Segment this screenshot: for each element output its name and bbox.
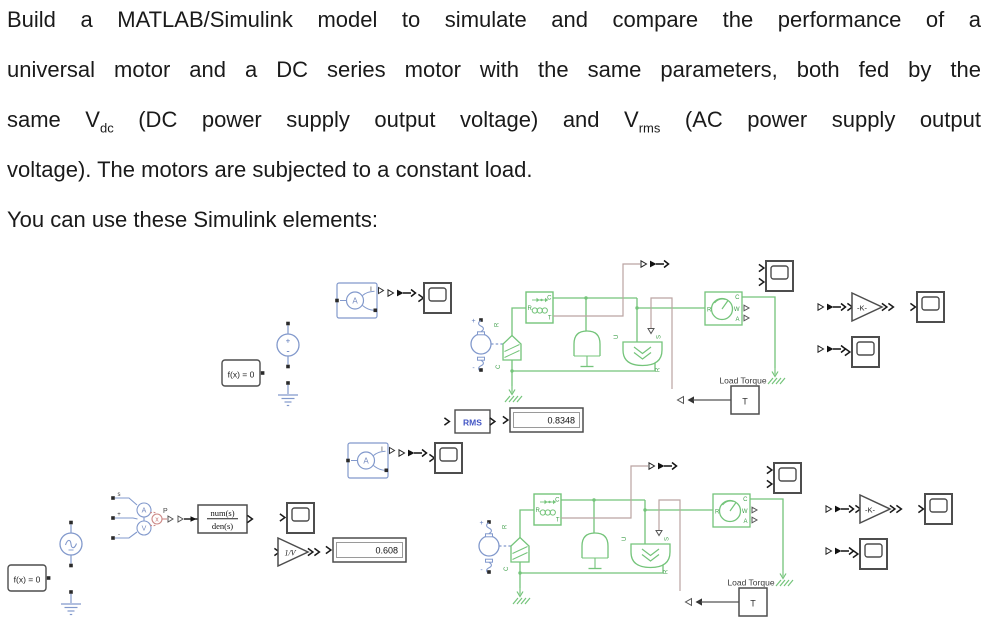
motion-sensor-port-c-1: C [735,295,740,301]
winding-port-c-1: C [547,296,552,302]
inertia-port-u-2: U [622,537,628,541]
winding-port-r-2: R [536,508,541,514]
machine-minus-1: - [472,365,475,372]
ammeter-out-port-1: I [370,287,372,293]
winding-port-t-2: T [556,518,560,524]
transfer-fcn-block[interactable]: num(s) den(s) [177,504,254,534]
ammeter-out-port-2: I [381,447,383,453]
task-text-line-4: voltage). The motors are subjected to a … [7,157,533,182]
port-s-label: s [118,492,121,498]
motion-sensor-port-r-1: R [707,308,712,314]
load-torque-label-1: Load Torque [719,376,766,386]
resistor-port-c-2: C [504,566,510,571]
gain-k-label-1: -K- [857,304,868,313]
ammeter-icon-label: A [142,508,147,515]
machine-minus-2: - [480,567,483,574]
rms-label: RMS [463,418,482,428]
torque-source-port-1: T [742,397,748,407]
motion-sensor-port-a-2: A [743,519,747,525]
electrical-reference-ground-1[interactable] [277,380,299,407]
motion-sensor-port-c-2: C [743,497,748,503]
resistor-port-c-1: C [496,364,502,369]
solver-label-2: f(x) = 0 [14,575,41,585]
display-block-pf[interactable]: 0.608 [325,537,407,563]
torque-source-port-2: T [750,599,756,609]
motion-sensor-port-w-2: W [742,509,748,515]
solver-label-1: f(x) = 0 [228,370,255,380]
rms-block[interactable]: RMS [443,409,496,434]
machine-plus-2: + [479,520,483,527]
gain-k-label-2: -K- [865,506,876,515]
display-rms-value: 0.8348 [547,416,575,426]
resistor-port-r-1: R [495,322,501,327]
port-minus-label: - [118,532,120,538]
ammeter-letter-2: A [363,457,369,466]
multiplier-icon-label: x [155,517,159,524]
inertia-port-r-2: R [664,569,670,574]
motor-circuit-1[interactable] [471,261,944,415]
display-block-rms[interactable]: 0.8348 [502,407,584,433]
inertia-port-s-2: S [665,537,671,541]
load-torque-label-2: Load Torque [727,578,774,588]
dc-voltage-source[interactable]: + - [276,321,300,369]
motion-sensor-port-w-1: W [734,307,740,313]
motor-circuit-1-labels: + - R C R C T U S R R C W A Load Torque … [471,295,867,407]
transfer-fcn-numerator: num(s) [210,508,234,518]
sine-wave-icon [64,539,78,549]
ammeter-letter-1: A [352,297,358,306]
display-pf-value: 0.608 [375,546,398,556]
task-text-line-1: Build a MATLAB/Simulink model to simulat… [7,7,981,32]
voltmeter-icon-label: V [142,526,147,533]
motion-sensor-port-a-1: A [735,317,739,323]
gain-block-inv[interactable]: 1/V [273,537,321,567]
motion-sensor-port-r-2: R [715,510,720,516]
inertia-port-u-1: U [614,335,620,339]
port-plus-label: + [117,512,121,518]
transfer-fcn-denominator: den(s) [212,521,233,531]
power-sensor-cluster[interactable]: s + - A V x P [111,492,174,540]
current-sensor-labels: A I A I [352,287,383,466]
winding-port-c-2: C [555,498,560,504]
inertia-port-s-1: S [657,335,663,339]
resistor-port-r-2: R [503,524,509,529]
inertia-port-r-1: R [656,367,662,372]
dc-source-minus-label: - [286,347,289,358]
scope-block-pf[interactable] [279,502,315,534]
task-text: Build a MATLAB/Simulink model to simulat… [0,0,988,240]
winding-port-t-1: T [548,316,552,322]
power-port-label: P [163,508,168,515]
task-text-line-3: same Vdc (DC power supply output voltage… [7,107,981,136]
machine-plus-1: + [471,318,475,325]
task-text-line-2: universal motor and a DC series motor wi… [7,57,981,82]
electrical-reference-ground-2[interactable] [60,589,82,616]
motor-circuit-2-labels: + - R C R C T U S R R C W A Load Torque … [479,497,875,609]
dc-source-plus-label: + [286,337,291,346]
task-text-line-5: You can use these Simulink elements: [7,207,378,232]
gain-inv-label: 1/V [284,549,296,558]
motor-circuit-2[interactable] [479,463,952,617]
winding-port-r-1: R [528,306,533,312]
ac-voltage-source[interactable] [59,520,83,568]
